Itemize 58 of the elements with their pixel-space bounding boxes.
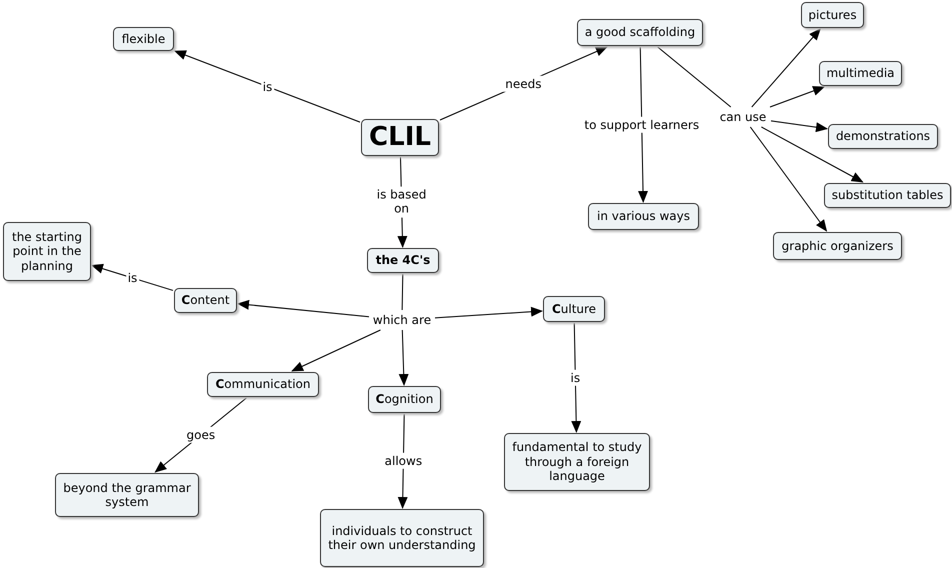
- concept-box: [367, 248, 439, 273]
- arrow: [434, 306, 543, 318]
- connector-line: [657, 46, 732, 108]
- edge-label: needs: [503, 75, 544, 92]
- concept-text: pictures: [808, 8, 857, 22]
- arrow: [91, 264, 174, 291]
- edge-label: to support learners: [582, 116, 702, 133]
- arrow: [760, 126, 864, 182]
- concept-text: individuals to construct their own understanding: [327, 524, 477, 552]
- arrow: [770, 120, 828, 132]
- concept-box: [207, 372, 319, 397]
- concept-box: [3, 222, 91, 281]
- concept-box: [588, 203, 699, 230]
- edge-label: allows: [382, 452, 424, 470]
- arrow: [398, 330, 409, 386]
- concept-text: substitution tables: [832, 188, 944, 203]
- concept-text: fundamental to study through a foreign language: [511, 440, 643, 484]
- arrow: [638, 46, 648, 203]
- arrow: [237, 300, 370, 318]
- concept-box: [819, 61, 902, 86]
- concept-box: [773, 232, 902, 260]
- concept-box: [55, 473, 199, 517]
- concept-box: [801, 2, 864, 28]
- arrow: [751, 28, 821, 108]
- concept-text: graphic organizers: [782, 238, 894, 254]
- arrow: [291, 330, 381, 372]
- concept-text: Culture: [552, 302, 596, 316]
- concept-text: the starting point in the planning: [10, 230, 83, 274]
- arrow: [750, 126, 828, 232]
- concept-text: multimedia: [826, 66, 895, 81]
- edge-label: is: [568, 369, 582, 386]
- concept-box: [368, 386, 441, 413]
- concept-text: Cognition: [376, 392, 434, 407]
- concept-box: [577, 19, 703, 46]
- concept-text: a good scaffolding: [584, 25, 696, 40]
- concept-text: Content: [181, 293, 230, 308]
- concept-text: Communication: [215, 377, 310, 392]
- concept-text: the 4C's: [376, 253, 430, 268]
- concept-box: [824, 183, 951, 208]
- arrow: [571, 322, 582, 433]
- concept-box: [113, 27, 174, 51]
- concept-box: [361, 119, 439, 156]
- connector-line: [402, 274, 404, 310]
- linking-phrase: can use: [720, 110, 766, 124]
- concept-box: [174, 288, 237, 313]
- concept-box: [320, 509, 484, 567]
- concept-text: beyond the grammar system: [62, 480, 192, 510]
- concept-box: [543, 296, 605, 322]
- linking-phrase: which are: [372, 312, 432, 328]
- concept-box: [504, 433, 650, 491]
- concept-text: flexible: [122, 32, 166, 46]
- concept-text: demonstrations: [836, 129, 930, 144]
- concept-text: in various ways: [596, 209, 690, 224]
- concept-text: CLIL: [369, 122, 431, 154]
- concept-box: [828, 124, 938, 149]
- arrow: [770, 86, 825, 108]
- arrow: [174, 50, 360, 123]
- edge-label: goes: [184, 426, 218, 444]
